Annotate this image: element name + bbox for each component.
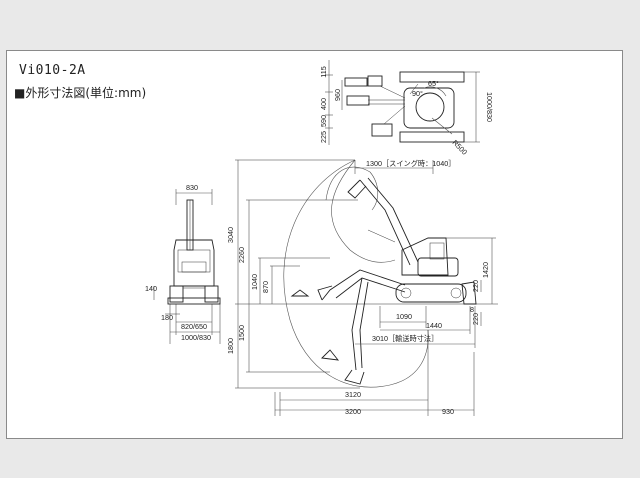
side-870-label: 870 [261,281,270,293]
top-width-label: 1000/830 [485,92,494,122]
side-cab-height-label: 1420 [481,262,490,278]
top-115-label: 115 [319,66,328,77]
side-1040-label: 1040 [250,274,259,290]
side-220a-label: 220 [471,280,480,292]
front-ground-clearance-label: 180 [161,313,173,322]
model-title: Vi010-2A [19,63,86,78]
side-max-dig-depth-label: 1800 [226,338,235,354]
front-track-width-label: 820/650 [181,322,207,331]
side-view: 1300［スイング時：1040］ 3040 2260 1040 870 1800… [226,159,498,416]
side-swing-length-label: 1300［スイング時：1040］ [366,159,455,168]
side-max-dump-height-label: 2260 [237,247,246,263]
dimension-heading: ■外形寸法図(単位:mm) [14,86,147,100]
side-max-vertical-depth-label: 1500 [237,325,246,341]
top-angle-left-label: 90° [412,89,423,98]
side-tail-label: 930 [442,407,454,416]
top-angle-right-label: 65° [428,79,439,88]
side-max-reach-ground-label: 3120 [345,390,361,399]
front-blade-height-label: 140 [145,284,157,293]
side-max-dig-height-label: 3040 [226,227,235,243]
drawing-page [6,50,623,439]
top-960-label: 960 [333,89,342,101]
top-swing-radius-label: R500 [451,138,470,157]
side-track-length-label: 1090 [396,312,412,321]
top-590-label: 590 [319,115,328,127]
front-view: 830 140 180 820/650 [145,183,221,344]
top-225-label: 225 [319,131,328,143]
front-overall-width-label: 1000/830 [181,333,211,342]
side-220b-label: 220 [471,313,480,325]
side-blade-lift-label: 8 [470,305,474,314]
top-400-label: 400 [319,98,328,110]
front-top-width-label: 830 [186,183,198,192]
side-transport-length-label: 3010［輸送時寸法］ [372,334,438,343]
side-1440-label: 1440 [426,321,442,330]
top-view: 115 400 590 225 960 90° 65° [319,60,494,157]
side-max-reach-label: 3200 [345,407,361,416]
